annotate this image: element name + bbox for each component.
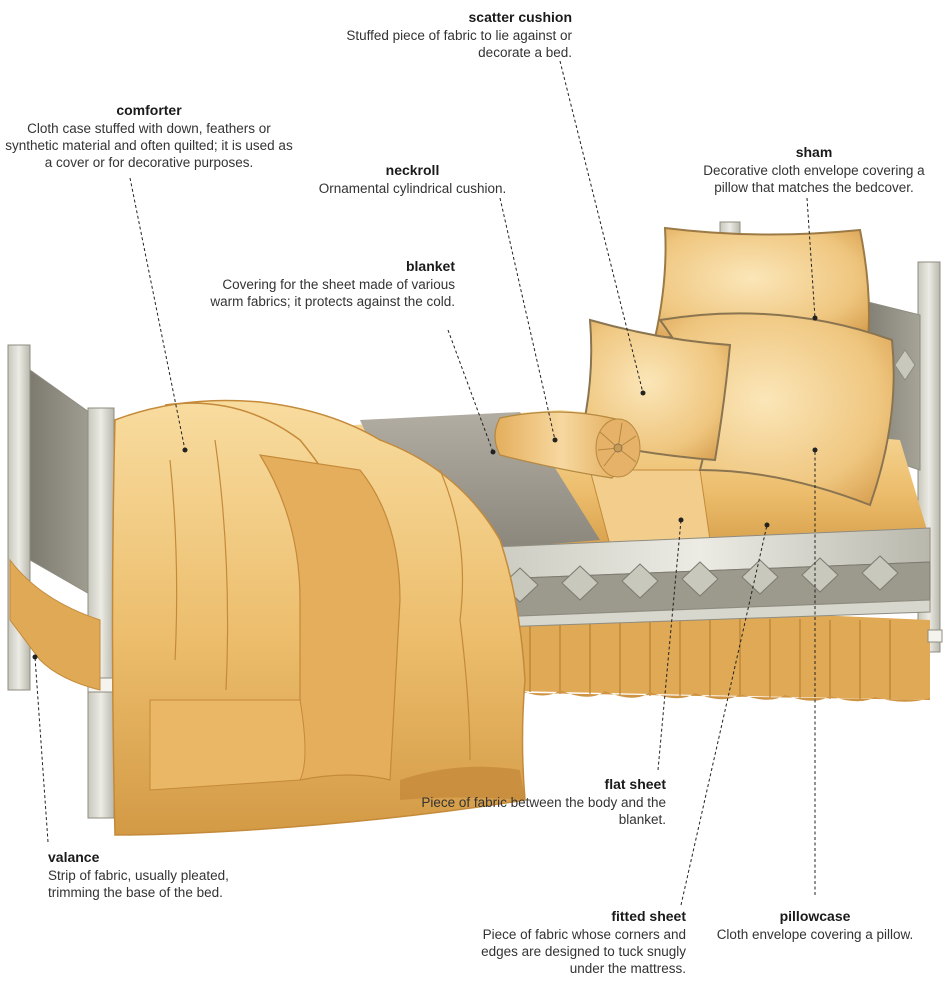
label-description: Ornamental cylindrical cushion.	[305, 180, 520, 197]
label-term: valance	[48, 849, 268, 866]
label-fitted-sheet: fitted sheet Piece of fabric whose corne…	[446, 908, 686, 977]
label-description: Cloth case stuffed with down, feathers o…	[4, 120, 294, 171]
label-pillowcase: pillowcase Cloth envelope covering a pil…	[705, 908, 925, 943]
label-description: Piece of fabric whose corners and edges …	[446, 926, 686, 977]
label-term: sham	[700, 144, 928, 161]
label-blanket: blanket Covering for the sheet made of v…	[195, 258, 455, 310]
label-neckroll: neckroll Ornamental cylindrical cushion.	[305, 162, 520, 197]
label-valance: valance Strip of fabric, usually pleated…	[48, 849, 268, 901]
label-term: comforter	[4, 102, 294, 119]
label-description: Covering for the sheet made of various w…	[195, 276, 455, 310]
label-term: neckroll	[305, 162, 520, 179]
label-term: fitted sheet	[446, 908, 686, 925]
label-sham: sham Decorative cloth envelope covering …	[700, 144, 928, 196]
label-term: scatter cushion	[332, 9, 572, 26]
label-description: Piece of fabric between the body and the…	[411, 794, 666, 828]
label-term: pillowcase	[705, 908, 925, 925]
label-flat-sheet: flat sheet Piece of fabric between the b…	[411, 776, 666, 828]
label-description: Strip of fabric, usually pleated, trimmi…	[48, 867, 268, 901]
label-description: Decorative cloth envelope covering a pil…	[700, 162, 928, 196]
label-term: blanket	[195, 258, 455, 275]
label-scatter-cushion: scatter cushion Stuffed piece of fabric …	[332, 9, 572, 61]
label-comforter: comforter Cloth case stuffed with down, …	[4, 102, 294, 171]
label-description: Stuffed piece of fabric to lie against o…	[332, 27, 572, 61]
label-description: Cloth envelope covering a pillow.	[705, 926, 925, 943]
label-term: flat sheet	[411, 776, 666, 793]
